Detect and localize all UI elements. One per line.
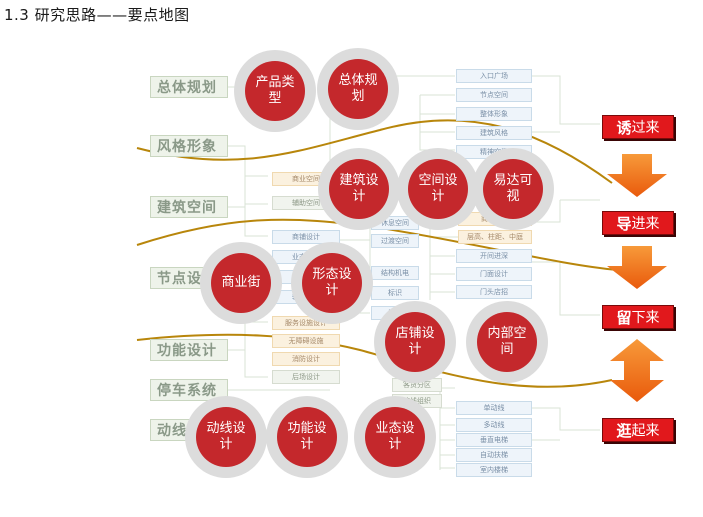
- circle-node-building-design: 建筑设计: [318, 148, 400, 230]
- flow-box: 过渡空间: [371, 234, 419, 248]
- circle-node-interior-space: 内部空间: [466, 301, 548, 383]
- circle-label: 业态设计: [365, 407, 425, 467]
- flow-box: 门头店招: [456, 285, 532, 299]
- circle-label: 动线设计: [196, 407, 256, 467]
- circle-node-shop-design: 店铺设计: [374, 301, 456, 383]
- stage-tag-key: 逛: [616, 421, 632, 440]
- arrow-up-down: [610, 339, 664, 402]
- circle-node-total-planning: 总体规划: [317, 48, 399, 130]
- stage-tag-key: 留: [616, 308, 632, 327]
- stage-tag-key: 诱: [616, 118, 632, 137]
- flow-box: 入口广场: [456, 69, 532, 83]
- flow-box: 后场设计: [272, 370, 340, 384]
- category-total-planning: 总体规划: [150, 76, 228, 98]
- stage-tag-guide: 导进来: [602, 211, 674, 235]
- stage-tag-attract: 诱过来: [602, 115, 674, 139]
- circle-label: 店铺设计: [385, 312, 445, 372]
- arrow-down-1: [607, 154, 667, 197]
- circle-label: 功能设计: [277, 407, 337, 467]
- flow-box: 开间进深: [456, 249, 532, 263]
- flow-box: 单动线: [456, 401, 532, 415]
- arrow-down-2: [607, 246, 667, 289]
- stage-tag-stay: 留下来: [602, 305, 674, 329]
- category-function-design: 功能设计: [150, 339, 228, 361]
- flow-box: 垂直电梯: [456, 433, 532, 447]
- flow-box: 建筑风格: [456, 126, 532, 140]
- page-title: 1.3 研究思路——要点地图: [4, 6, 190, 24]
- circle-label: 总体规划: [328, 59, 388, 119]
- flow-box: 无障碍设施: [272, 334, 340, 348]
- circle-node-product-type: 产品类型: [234, 50, 316, 132]
- category-style-image: 风格形象: [150, 135, 228, 157]
- flow-box: 节点空间: [456, 88, 532, 102]
- circle-label: 产品类型: [245, 61, 305, 121]
- stage-tag-rest: 起来: [631, 423, 660, 439]
- stage-tag-rest: 进来: [631, 216, 660, 232]
- circle-label: 空间设计: [408, 159, 468, 219]
- circle-node-circulation-design: 动线设计: [185, 396, 267, 478]
- stage-tag-rest: 下来: [631, 310, 660, 326]
- circle-label: 建筑设计: [329, 159, 389, 219]
- category-parking-system: 停车系统: [150, 379, 228, 401]
- stage-tag-stroll: 逛起来: [602, 418, 674, 442]
- circle-label: 内部空间: [477, 312, 537, 372]
- circle-node-function-design: 功能设计: [266, 396, 348, 478]
- circle-label: 形态设计: [302, 253, 362, 313]
- circle-node-space-design: 空间设计: [397, 148, 479, 230]
- flow-box: 整体形象: [456, 107, 532, 121]
- circle-node-accessible-visible: 易达可视: [472, 148, 554, 230]
- flow-box: 商铺设计: [272, 230, 340, 244]
- category-building-space: 建筑空间: [150, 196, 228, 218]
- flow-box: 门面设计: [456, 267, 532, 281]
- flow-box: 多动线: [456, 418, 532, 432]
- flow-box: 消防设计: [272, 352, 340, 366]
- circle-label: 商业街: [211, 253, 271, 313]
- flow-box: 自动扶梯: [456, 448, 532, 462]
- circle-node-form-design: 形态设计: [291, 242, 373, 324]
- stage-tag-key: 导: [616, 214, 632, 233]
- circle-node-business-format: 业态设计: [354, 396, 436, 478]
- flow-box: 结构机电: [371, 266, 419, 280]
- flow-box: 标识: [371, 286, 419, 300]
- flow-box: 室内楼梯: [456, 463, 532, 477]
- circle-label: 易达可视: [483, 159, 543, 219]
- circle-node-commercial-street: 商业街: [200, 242, 282, 324]
- stage-tag-rest: 过来: [631, 120, 660, 136]
- flow-box: 层高、柱距、中庭: [458, 230, 532, 244]
